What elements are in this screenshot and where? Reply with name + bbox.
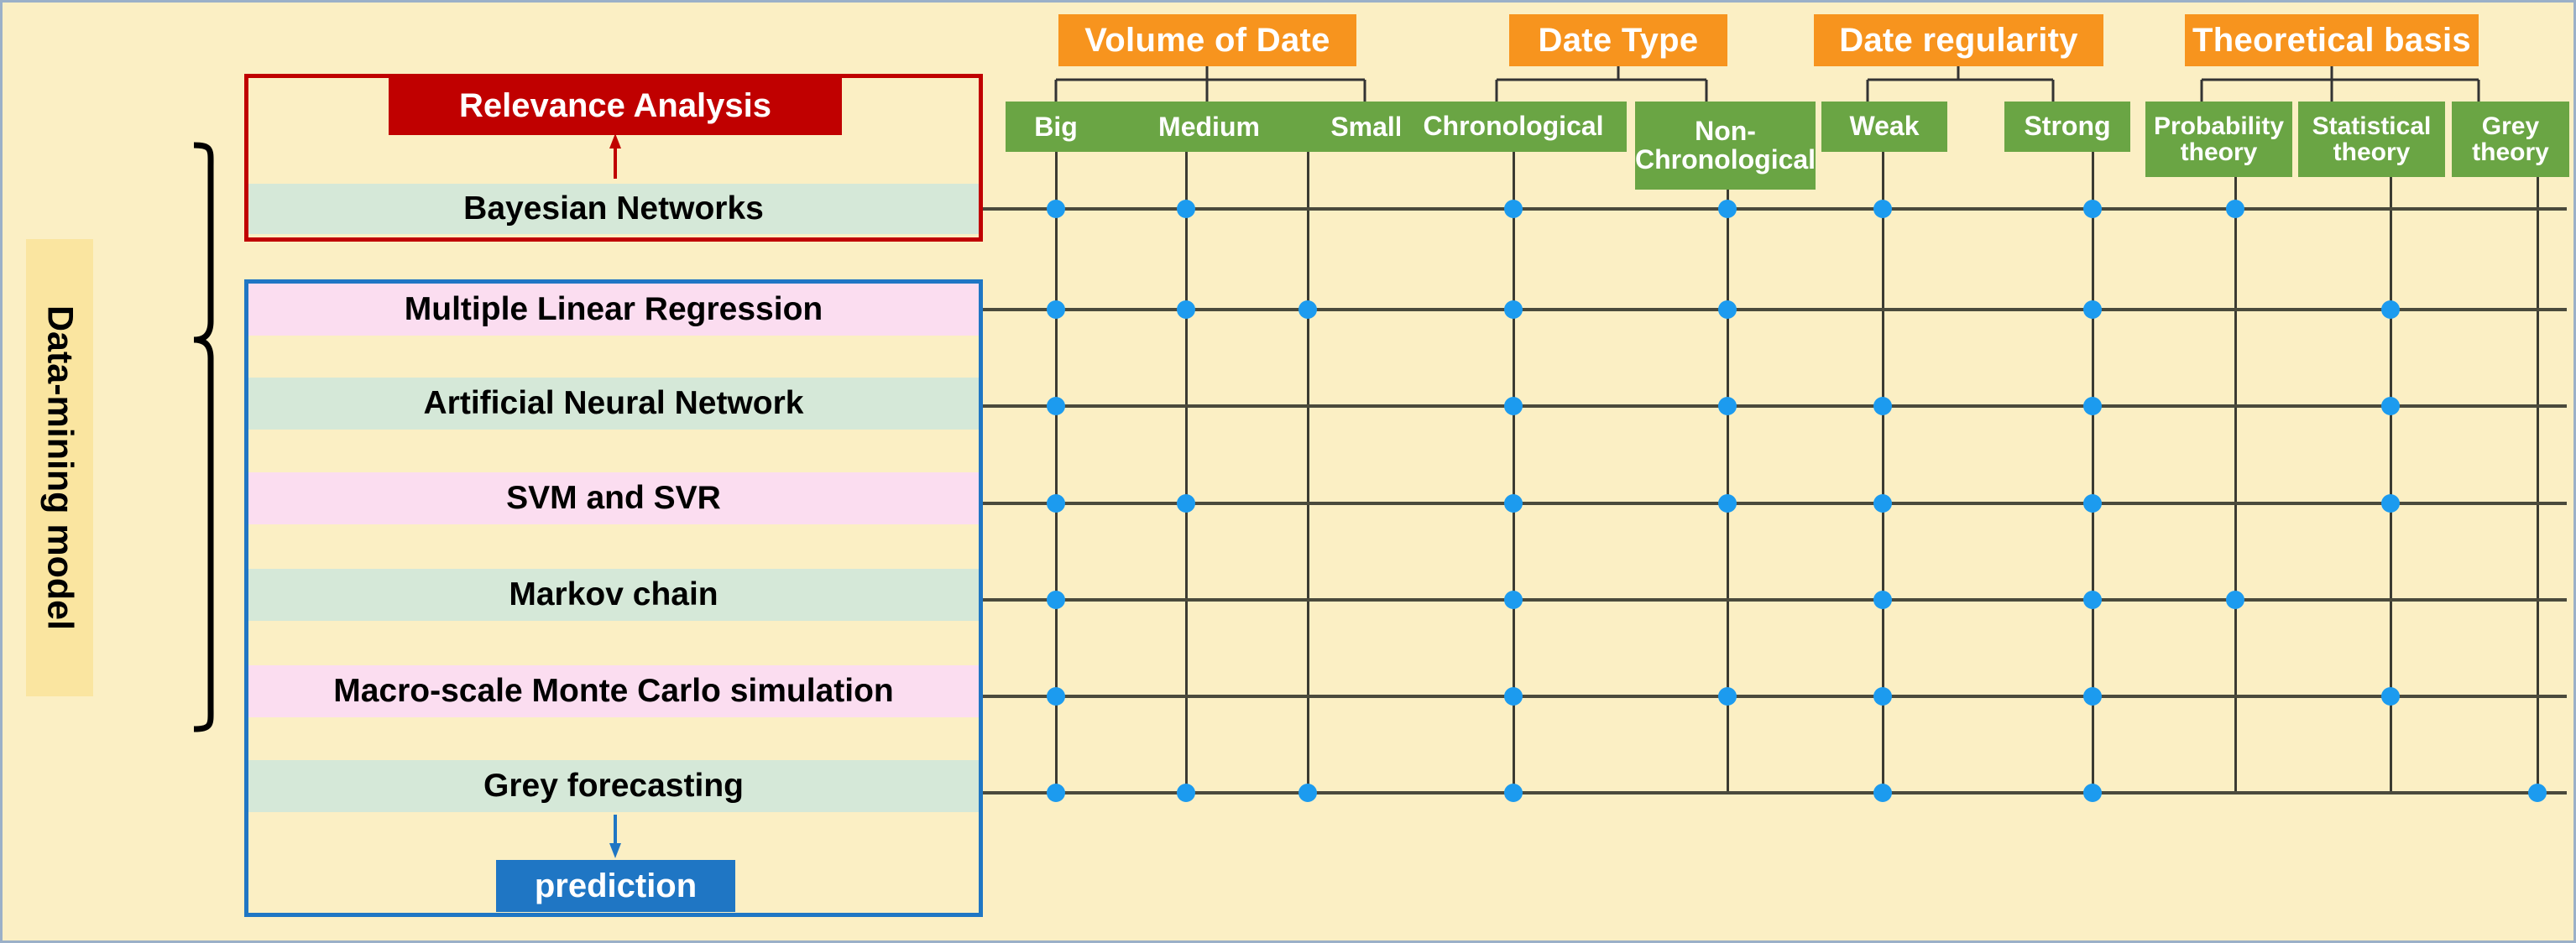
matrix-dot [2083,591,2102,609]
matrix-dot [1718,687,1737,706]
grid-row-line [983,502,2567,505]
matrix-dot [2381,397,2400,415]
grid-column-line [2390,177,2392,793]
data-mining-model-panel [244,279,983,917]
matrix-dot [1504,687,1523,706]
matrix-dot [2083,200,2102,218]
grid-column-line [1307,152,1309,793]
matrix-dot [2226,200,2244,218]
matrix-dot [1504,397,1523,415]
subcategory-volume-group [1006,102,1442,152]
category-volume-of-date: Volume of Date [1058,14,1356,66]
matrix-dot [2083,300,2102,319]
row-label-bayesian-networks: Bayesian Networks [248,184,979,234]
row-label-markov-chain: Markov chain [248,569,979,621]
matrix-dot [1873,591,1892,609]
grid-column-line [2092,152,2094,793]
grid-row-line [983,791,2567,795]
subcategory-big: Big [1034,111,1078,142]
row-label-multiple-linear-regression: Multiple Linear Regression [248,284,979,336]
matrix-dot [1177,200,1195,218]
matrix-dot [1047,200,1065,218]
subcategory-small: Small [1330,111,1403,142]
sidebar-title: Data-mining model [26,239,93,696]
matrix-dot [2083,784,2102,802]
grid-row-line [983,308,2567,311]
matrix-dot [1873,200,1892,218]
subcategory-statistical-theory: Statistical theory [2298,102,2445,177]
matrix-dot [1047,494,1065,513]
grid-column-line [1513,152,1515,793]
matrix-dot [2083,687,2102,706]
matrix-dot [1177,300,1195,319]
row-label-svm-and-svr: SVM and SVR [248,472,979,524]
category-theoretical-basis: Theoretical basis [2185,14,2479,66]
matrix-dot [1504,200,1523,218]
prediction-box: prediction [496,860,735,912]
subcategory-non-chronological: Non- Chronological [1635,102,1816,190]
grid-row-line [983,598,2567,602]
grid-column-line [1055,152,1058,793]
subcategory-chronological: Chronological [1400,102,1627,152]
matrix-dot [2381,687,2400,706]
matrix-dot [2381,300,2400,319]
matrix-dot [1177,494,1195,513]
left-brace-icon [193,142,214,732]
matrix-dot [2083,397,2102,415]
grid-column-line [2537,177,2539,793]
matrix-dot [1504,784,1523,802]
matrix-dot [1718,300,1737,319]
matrix-dot [1504,494,1523,513]
matrix-dot [1298,784,1317,802]
grid-row-line [983,207,2567,211]
matrix-dot [1177,784,1195,802]
matrix-dot [1873,397,1892,415]
grid-column-line [1727,190,1729,793]
matrix-dot [1873,784,1892,802]
category-date-type: Date Type [1509,14,1727,66]
subcategory-probability-theory: Probability theory [2145,102,2292,177]
matrix-dot [1718,200,1737,218]
matrix-dot [1718,397,1737,415]
matrix-dot [2528,784,2547,802]
subcategory-medium: Medium [1158,111,1260,142]
row-label-grey-forecasting: Grey forecasting [248,760,979,812]
matrix-dot [1718,494,1737,513]
matrix-dot [1873,494,1892,513]
grid-column-line [1882,152,1884,793]
grid-row-line [983,404,2567,408]
subcategory-strong: Strong [2004,102,2130,152]
matrix-dot [2381,494,2400,513]
relevance-analysis-header: Relevance Analysis [389,76,842,135]
grid-column-line [2234,177,2237,793]
relevance-analysis-panel [244,74,983,242]
grid-column-line [1185,152,1188,793]
subcategory-grey-theory: Grey theory [2452,102,2569,177]
matrix-dot [2083,494,2102,513]
matrix-dot [1047,300,1065,319]
matrix-dot [1047,687,1065,706]
subcategory-weak: Weak [1821,102,1947,152]
matrix-dot [2226,591,2244,609]
category-date-regularity: Date regularity [1814,14,2103,66]
matrix-dot [1047,397,1065,415]
row-label-macro-scale-monte-carlo-simulation: Macro-scale Monte Carlo simulation [248,665,979,717]
matrix-dot [1298,300,1317,319]
matrix-dot [1047,784,1065,802]
grid-row-line [983,695,2567,698]
matrix-dot [1504,300,1523,319]
matrix-dot [1047,591,1065,609]
row-label-artificial-neural-network: Artificial Neural Network [248,378,979,430]
matrix-dot [1873,687,1892,706]
matrix-dot [1504,591,1523,609]
